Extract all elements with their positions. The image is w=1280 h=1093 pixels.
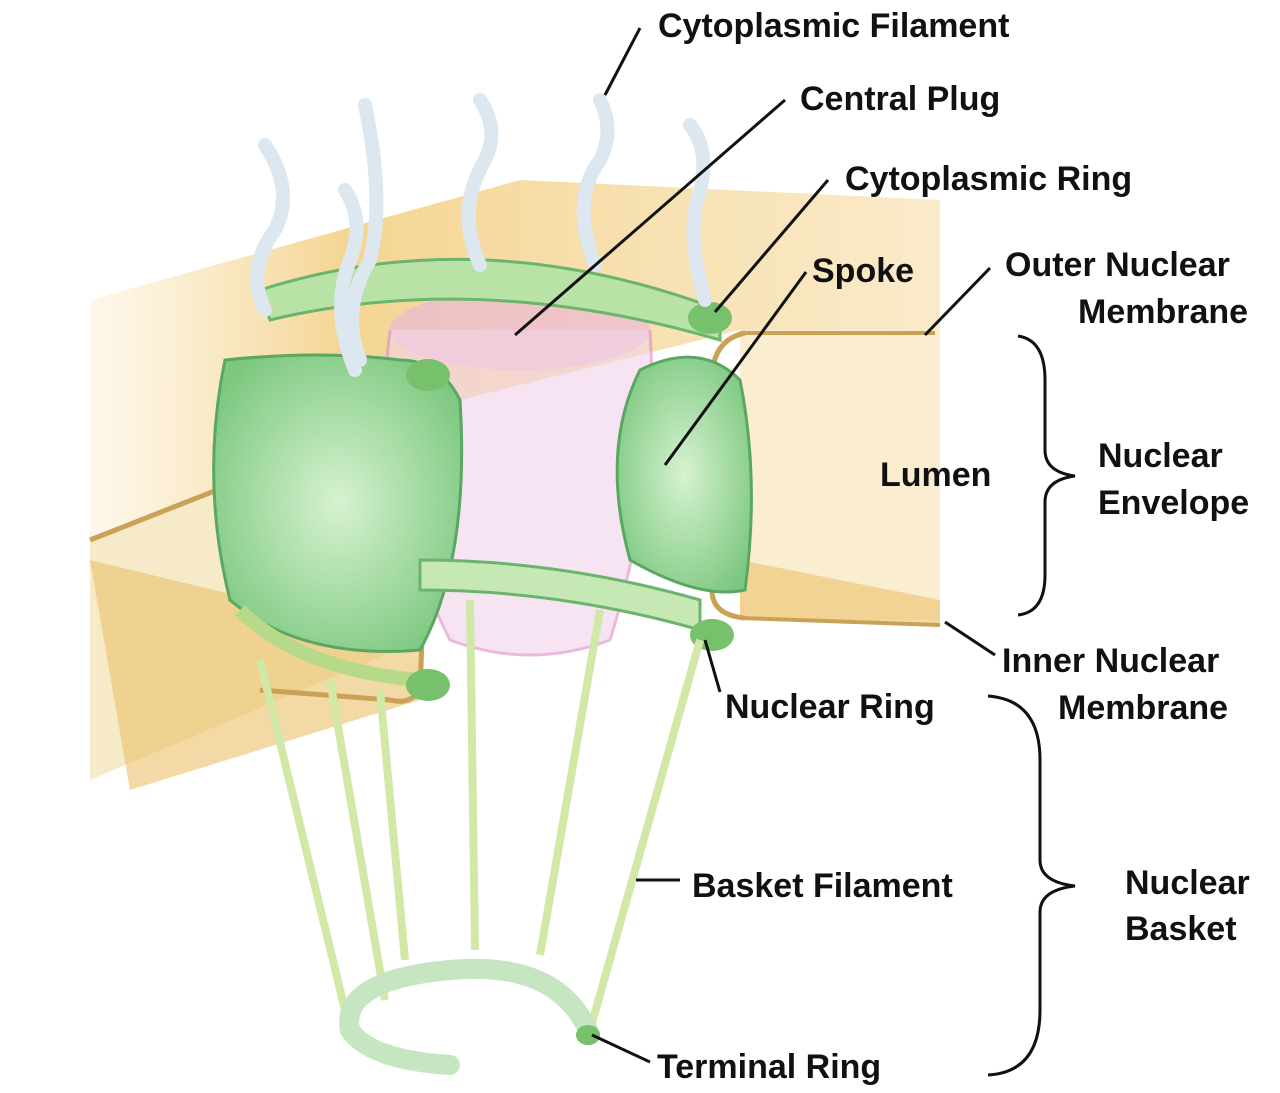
label-central-plug: Central Plug <box>800 80 1000 118</box>
label-inner-nuclear-membrane-line2: Membrane <box>1058 689 1228 727</box>
terminal-ring-shape <box>339 958 600 1075</box>
label-nuclear-ring: Nuclear Ring <box>725 688 935 726</box>
label-spoke: Spoke <box>812 252 914 290</box>
nuclear-basket-brace <box>987 694 1076 1077</box>
label-lumen: Lumen <box>880 456 991 494</box>
label-outer-nuclear-membrane-line1: Outer Nuclear <box>1005 246 1230 284</box>
label-basket-filament: Basket Filament <box>692 867 953 905</box>
label-nuclear-basket-line2: Basket <box>1125 910 1237 948</box>
pore-ring-shape <box>212 257 753 701</box>
label-outer-nuclear-membrane-line2: Membrane <box>1078 293 1248 331</box>
basket-filaments <box>256 599 704 1032</box>
label-cytoplasmic-ring: Cytoplasmic Ring <box>845 160 1132 198</box>
label-cytoplasmic-filament: Cytoplasmic Filament <box>658 7 1009 45</box>
label-terminal-ring: Terminal Ring <box>657 1048 881 1086</box>
nuclear-envelope-brace <box>1017 334 1076 617</box>
label-nuclear-envelope-line1: Nuclear <box>1098 437 1223 475</box>
label-inner-nuclear-membrane-line1: Inner Nuclear <box>1002 642 1219 680</box>
label-nuclear-basket-line1: Nuclear <box>1125 864 1250 902</box>
label-nuclear-envelope-line2: Envelope <box>1098 484 1249 522</box>
cytoplasmic-filaments <box>250 93 712 377</box>
leader-lines <box>514 27 996 1064</box>
